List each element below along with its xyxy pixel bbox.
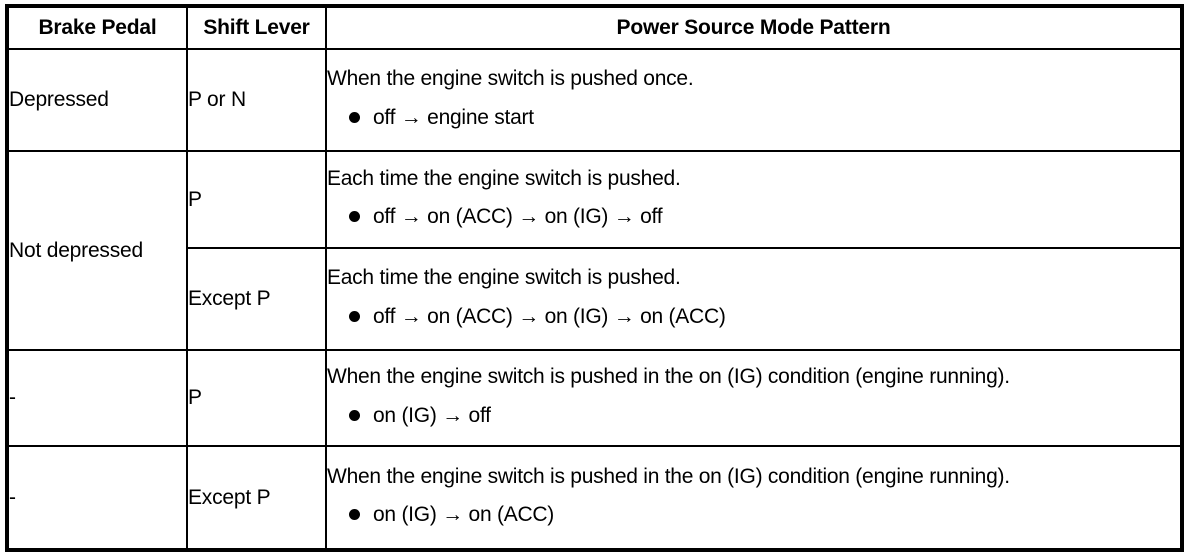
cell-power-source-mode-pattern: Each time the engine switch is pushed. o… [325,247,1183,351]
power-pattern-content: When the engine switch is pushed in the … [327,460,1180,536]
power-pattern-lead-text: Each time the engine switch is pushed. [327,166,681,190]
table-body: Depressed P or N When the engine switch … [6,48,1183,551]
cell-brake-pedal: Not depressed [6,150,188,351]
table-header: Brake Pedal Shift Lever Power Source Mod… [6,5,1183,50]
power-pattern-content: When the engine switch is pushed once. o… [327,62,1180,138]
table-row: Not depressed P Each time the engine swi… [6,150,1183,351]
cell-shift-lever: Except P [186,445,327,551]
power-pattern-bullet-text: off → engine start [373,105,534,129]
cell-shift-lever: P or N [186,48,327,152]
table-row: - Except P When the engine switch is pus… [6,445,1183,551]
power-pattern-lead-text: When the engine switch is pushed in the … [327,464,1010,488]
column-header-shift-lever: Shift Lever [186,5,327,50]
power-pattern-bullet-text: on (IG) → on (ACC) [373,503,555,527]
cell-brake-pedal: - [6,349,188,447]
bullet-dot-icon [349,409,360,421]
power-source-mode-table: Brake Pedal Shift Lever Power Source Mod… [5,4,1184,552]
table-header-row: Brake Pedal Shift Lever Power Source Mod… [6,5,1183,50]
cell-shift-lever: P [186,150,327,249]
power-pattern-bullet-item: off → on (ACC) → on (IG) → off [327,193,1180,231]
bullet-dot-icon [349,509,360,521]
cell-brake-pedal: Depressed [6,48,188,152]
power-pattern-lead-text: When the engine switch is pushed in the … [327,365,1010,389]
cell-shift-lever: P [186,349,327,447]
column-header-power-source-mode-pattern: Power Source Mode Pattern [325,5,1183,50]
power-pattern-lead-text: Each time the engine switch is pushed. [327,266,681,290]
cell-power-source-mode-pattern: When the engine switch is pushed in the … [325,445,1183,551]
power-pattern-bullet-item: off → engine start [327,94,1180,132]
table-row: - P When the engine switch is pushed in … [6,349,1183,447]
power-pattern-bullet-item: on (IG) → on (ACC) [327,491,1180,529]
power-pattern-bullet-item: off → on (ACC) → on (IG) → on (ACC) [327,293,1180,331]
power-pattern-content: When the engine switch is pushed in the … [327,360,1180,436]
power-pattern-content: Each time the engine switch is pushed. o… [327,162,1180,238]
power-pattern-content: Each time the engine switch is pushed. o… [327,261,1180,337]
power-pattern-bullet-text: off → on (ACC) → on (IG) → off [373,205,663,229]
cell-power-source-mode-pattern: When the engine switch is pushed once. o… [325,48,1183,152]
cell-brake-pedal: - [6,445,188,551]
cell-power-source-mode-pattern: When the engine switch is pushed in the … [325,349,1183,447]
table-row: Depressed P or N When the engine switch … [6,48,1183,152]
table-row: Except P Each time the engine switch is … [7,247,1183,351]
power-pattern-lead-text: When the engine switch is pushed once. [327,67,694,91]
bullet-dot-icon [349,310,360,322]
column-header-brake-pedal: Brake Pedal [6,5,188,50]
cell-power-source-mode-pattern: Each time the engine switch is pushed. o… [325,150,1183,249]
bullet-dot-icon [349,111,360,123]
bullet-dot-icon [349,211,360,223]
power-pattern-bullet-text: on (IG) → off [373,403,491,427]
cell-shift-lever: Except P [186,247,327,351]
power-pattern-bullet-text: off → on (ACC) → on (IG) → on (ACC) [373,304,726,328]
power-pattern-bullet-item: on (IG) → off [327,392,1180,430]
